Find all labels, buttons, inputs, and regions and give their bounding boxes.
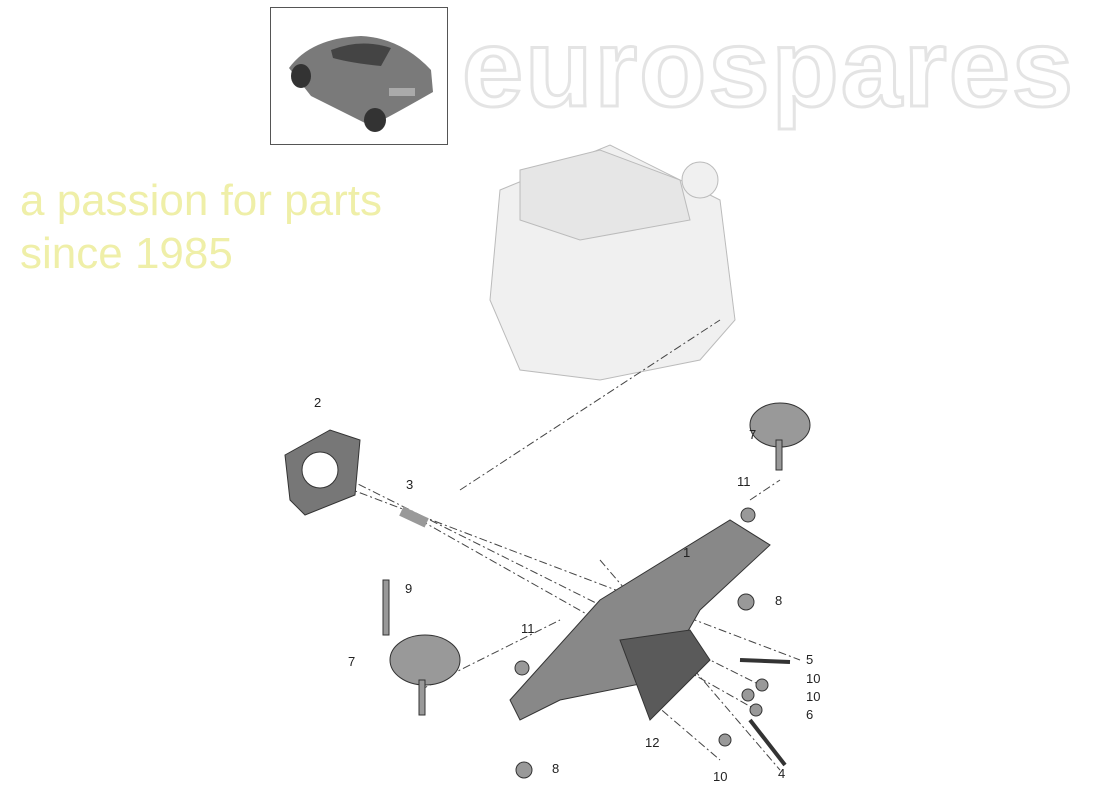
- callout-6[interactable]: 6: [806, 707, 814, 722]
- callout-11[interactable]: 11: [737, 474, 751, 489]
- callout-12[interactable]: 12: [645, 735, 660, 750]
- callout-7[interactable]: 7: [749, 427, 757, 442]
- callout-9[interactable]: 9: [405, 581, 413, 596]
- callout-11[interactable]: 11: [521, 621, 535, 636]
- callout-8[interactable]: 8: [552, 761, 560, 776]
- engine-mount-7: [389, 402, 811, 716]
- callout-5[interactable]: 5: [806, 652, 814, 667]
- callout-10[interactable]: 10: [806, 689, 821, 704]
- callout-10[interactable]: 10: [713, 769, 728, 784]
- callout-7[interactable]: 7: [348, 654, 356, 669]
- fasteners: [382, 507, 791, 779]
- callout-1[interactable]: 1: [683, 545, 691, 560]
- callout-4[interactable]: 4: [778, 766, 786, 781]
- car-icon: [289, 36, 433, 132]
- callout-3[interactable]: 3: [406, 477, 414, 492]
- callout-8[interactable]: 8: [775, 593, 783, 608]
- bracket-part-2: [284, 429, 361, 516]
- callout-10[interactable]: 10: [806, 671, 821, 686]
- crossmember-part-1: [509, 519, 771, 721]
- engine: [489, 144, 736, 381]
- callout-2[interactable]: 2: [314, 395, 322, 410]
- watermark-tagline: a passion for parts since 1985: [20, 176, 382, 278]
- watermark-brand: eurospares: [460, 7, 1076, 131]
- vehicle-thumbnail[interactable]: [270, 7, 448, 145]
- pin-part-3: [399, 506, 429, 528]
